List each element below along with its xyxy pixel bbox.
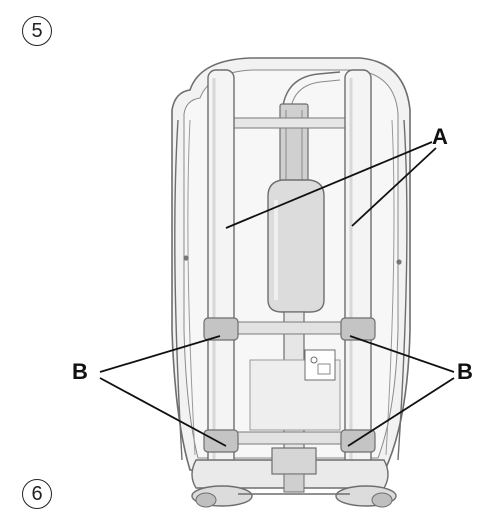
top-crossbar [229,117,361,129]
left-side-rail [174,119,183,461]
callout-label-b-left: B [72,359,88,384]
leader-b-left-upper [99,335,221,373]
central-tank [267,179,325,313]
clamp-upper-right [340,317,376,341]
clamp-lower-right [340,429,376,453]
base-center-block [271,447,317,475]
right-screw [396,259,402,265]
label-plate [304,349,336,381]
right-wheel [371,492,393,508]
right-side-rail-inner [385,119,395,456]
top-mount-box [279,103,309,187]
leader-a-left [225,141,433,229]
clamp-lower-left [203,429,239,453]
lower-crossbar [225,431,353,445]
leader-b-left-lower [99,377,227,447]
leader-a-right [351,147,437,227]
right-side-rail [397,119,408,461]
leader-b-right-upper [349,335,455,373]
callout-label-a: A [432,124,448,149]
left-screw [183,255,189,261]
right-tube [344,69,372,471]
step-number-6: 6 [22,479,52,509]
step-number-5: 5 [22,16,52,46]
callout-label-b-right: B [457,359,473,384]
clamp-upper-left [203,317,239,341]
left-wheel [195,492,217,508]
leader-b-right-lower [347,377,455,447]
left-tube [207,69,235,471]
mid-crossbar [225,321,353,335]
left-side-rail-inner [187,119,196,456]
